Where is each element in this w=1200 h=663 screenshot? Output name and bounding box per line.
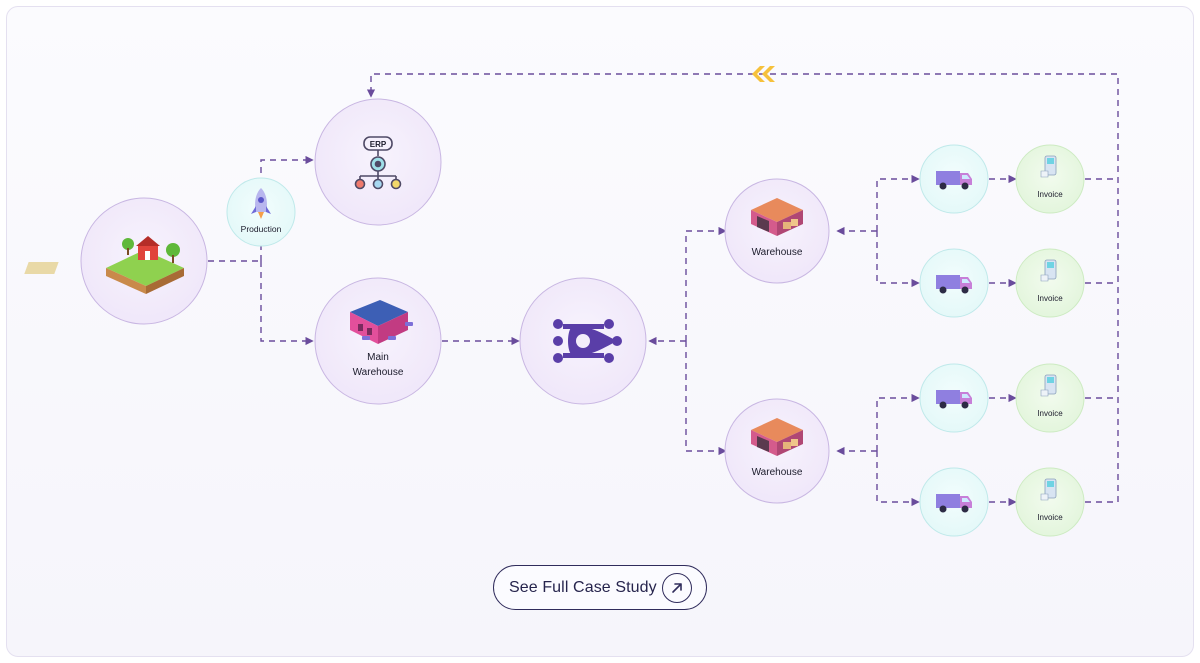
- edge-wh-top-van1: [876, 174, 920, 231]
- main-warehouse-node: Main Warehouse: [314, 277, 442, 405]
- hub-node: [519, 277, 647, 405]
- invoice-1-label: Invoice: [1037, 190, 1063, 199]
- delivery-van-icon: [936, 275, 972, 294]
- edge-hub-wh-top: [685, 226, 727, 341]
- warehouse-top-node: Warehouse: [724, 178, 830, 284]
- invoice-node-2: Invoice: [1015, 248, 1085, 318]
- factory-icon: [350, 300, 413, 344]
- invoice-node-3: Invoice: [1015, 363, 1085, 433]
- network-hub-icon: [553, 319, 622, 363]
- delivery-van-icon: [936, 171, 972, 190]
- edge-wh-bottom-van4: [876, 451, 920, 507]
- invoice-2-label: Invoice: [1037, 294, 1063, 303]
- see-full-case-study-label: See Full Case Study: [509, 578, 657, 596]
- edge-to-main-warehouse: [260, 261, 314, 346]
- invoice-terminal-icon: [1040, 374, 1057, 397]
- invoice-node-4: Invoice: [1015, 467, 1085, 537]
- van-node-4: [919, 467, 989, 537]
- erp-node: ERP: [314, 98, 442, 226]
- edge-wh-bottom-van3: [876, 393, 920, 451]
- edge-return-to-erp: [366, 73, 1119, 502]
- invoice-terminal-icon: [1040, 478, 1057, 501]
- warehouse-icon: [751, 418, 803, 456]
- erp-badge-label: ERP: [370, 140, 387, 149]
- warehouse-bottom-label: Warehouse: [752, 467, 803, 478]
- edge-wh-top-van2: [876, 231, 920, 288]
- edge-hub-wh-bottom: [685, 341, 727, 456]
- rocket-icon: [251, 188, 271, 219]
- farm-node: [24, 197, 208, 325]
- delivery-van-icon: [936, 494, 972, 513]
- invoice-3-label: Invoice: [1037, 409, 1063, 418]
- main-warehouse-label-line1: Main: [367, 352, 389, 363]
- delivery-van-icon: [936, 390, 972, 409]
- van-node-3: [919, 363, 989, 433]
- double-chevron-left-icon: [752, 66, 775, 82]
- van-node-2: [919, 248, 989, 318]
- arrow-up-right-icon: [662, 573, 692, 603]
- erp-gear-icon: [354, 136, 402, 190]
- warehouse-bottom-node: Warehouse: [724, 398, 830, 504]
- production-node: Production: [226, 177, 296, 247]
- farm-island-icon: [24, 236, 184, 294]
- invoice-node-1: Invoice: [1015, 144, 1085, 214]
- main-warehouse-label-line2: Warehouse: [353, 367, 404, 378]
- production-label: Production: [241, 224, 282, 234]
- warehouse-icon: [751, 198, 803, 236]
- van-node-1: [919, 144, 989, 214]
- invoice-terminal-icon: [1040, 259, 1057, 282]
- invoice-4-label: Invoice: [1037, 513, 1063, 522]
- warehouse-top-label: Warehouse: [752, 247, 803, 258]
- see-full-case-study-button[interactable]: See Full Case Study: [493, 565, 707, 610]
- invoice-terminal-icon: [1040, 155, 1057, 178]
